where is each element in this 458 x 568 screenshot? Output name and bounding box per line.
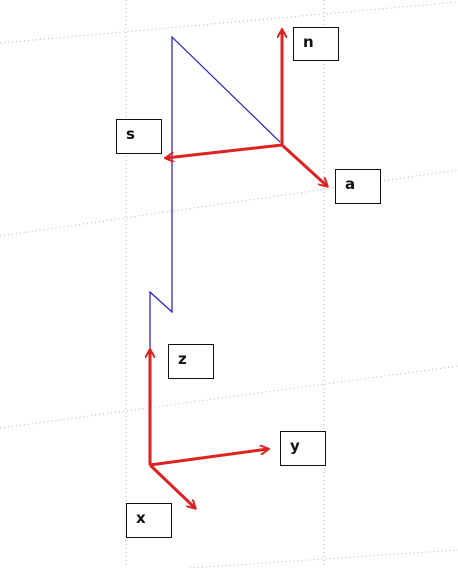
z-axis-label-text: z xyxy=(178,350,187,368)
a-axis-arrow xyxy=(280,143,327,186)
y-axis-arrow xyxy=(149,449,268,467)
s-axis-arrow xyxy=(166,143,283,158)
base-frame xyxy=(150,350,268,508)
s-axis-label: s xyxy=(116,119,162,154)
a-axis-label: a xyxy=(335,169,381,204)
end-effector-frame xyxy=(166,30,327,186)
x-axis-label: x xyxy=(126,503,172,538)
n-axis-label: n xyxy=(293,27,339,61)
n-axis-label-text: n xyxy=(303,33,314,51)
x-axis-arrow xyxy=(148,463,195,508)
grid-diagonal-line xyxy=(0,365,458,429)
grid-diagonal-line xyxy=(0,1,458,44)
grid-diagonal-line xyxy=(189,549,458,568)
link-chain xyxy=(149,35,281,465)
x-axis-label-text: x xyxy=(136,509,146,527)
a-axis-label-text: a xyxy=(345,175,356,193)
z-axis-label: z xyxy=(168,344,214,379)
s-axis-label-text: s xyxy=(126,125,135,143)
y-axis-label: y xyxy=(280,431,326,466)
y-axis-label-text: y xyxy=(290,437,300,455)
grid-diagonal-line xyxy=(0,169,458,237)
